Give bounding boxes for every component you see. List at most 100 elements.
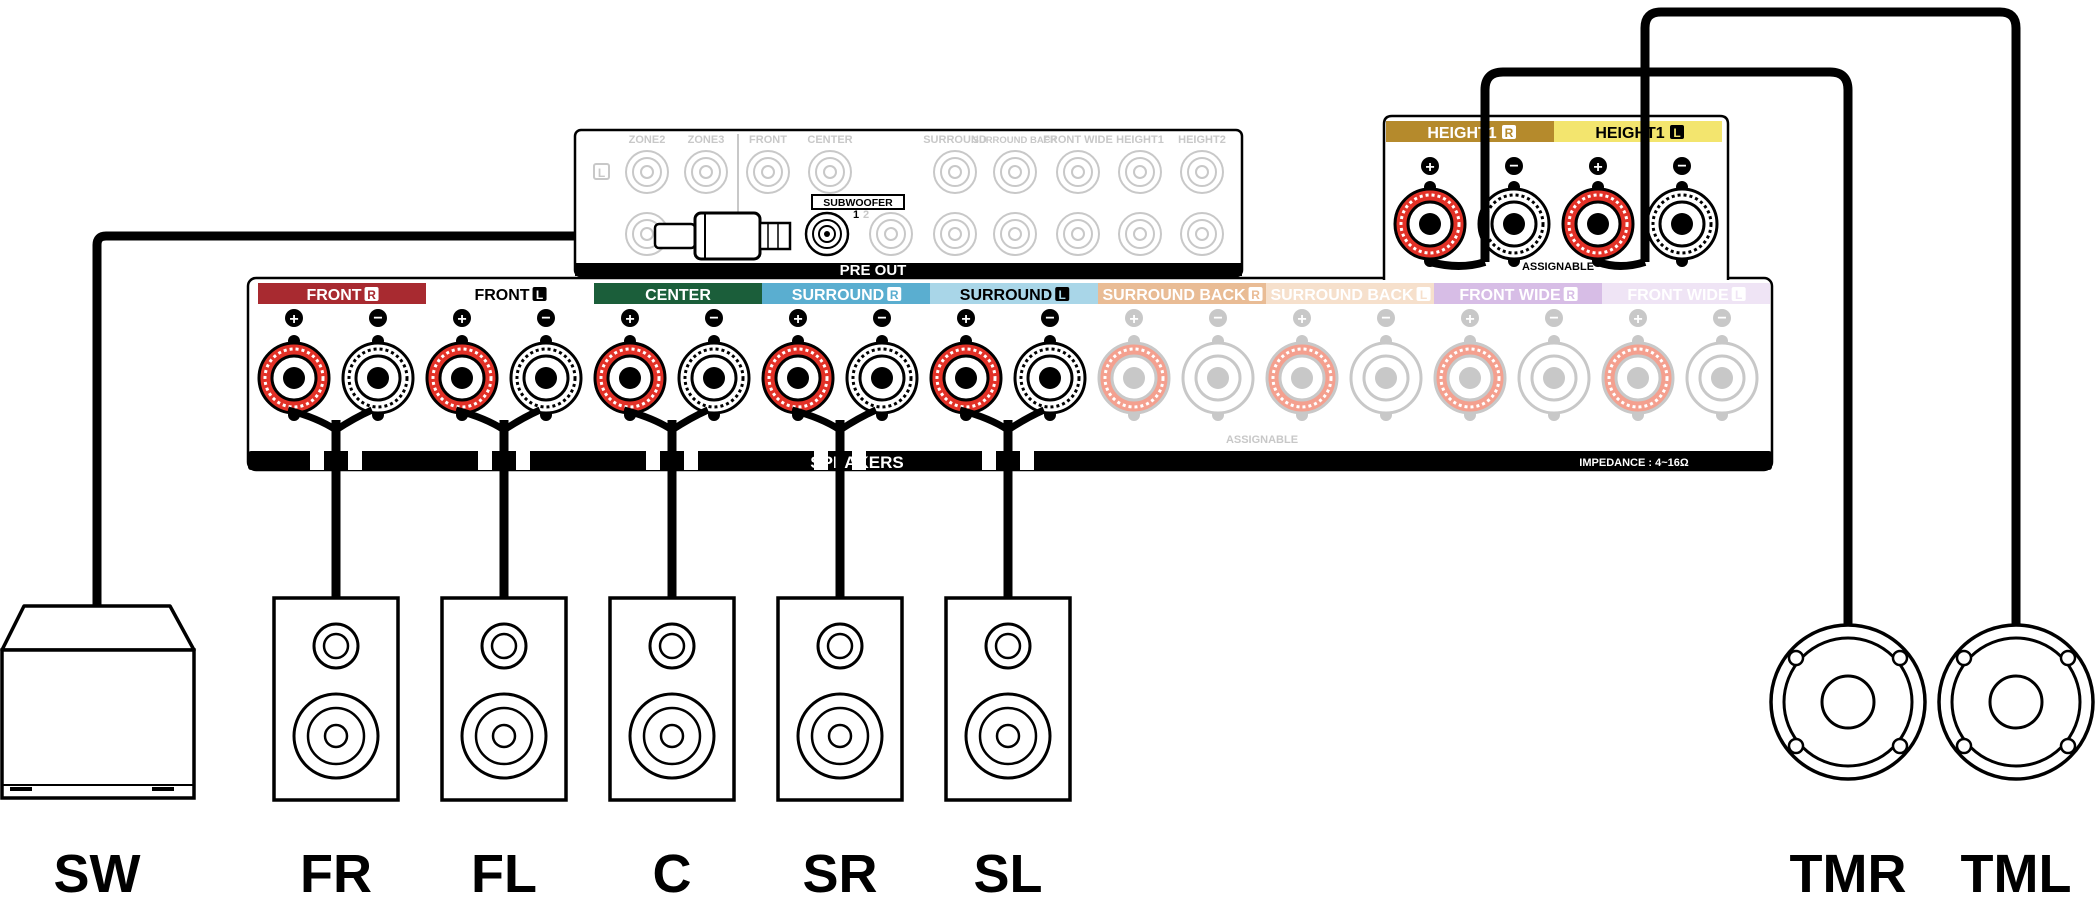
- terminal-hole: [367, 367, 389, 389]
- top-middle-right-cable: [1480, 67, 1853, 640]
- terminal-grip: [599, 347, 661, 409]
- speaker-label-c: C: [653, 844, 692, 903]
- preout-jack-pin: [1008, 165, 1022, 179]
- preout-label: SURROUND BACK: [973, 135, 1058, 146]
- positive-terminal: [1393, 181, 1467, 267]
- preout-jack-ring: [1187, 219, 1217, 249]
- terminal-grip: [935, 347, 997, 409]
- tweeter-dome: [826, 632, 854, 660]
- mounting-screw: [1787, 737, 1805, 755]
- preout-label: SURROUND: [923, 134, 987, 146]
- speaker-label-sr: SR: [802, 844, 877, 903]
- terminal-grip: [1271, 347, 1333, 409]
- positive-terminal: [425, 335, 499, 421]
- channel-side-box: [1248, 287, 1263, 301]
- positive-terminal: [1601, 335, 1675, 421]
- positive-terminal: [1433, 335, 1507, 421]
- minus-symbol: −: [1509, 158, 1518, 175]
- mounting-screw: [1955, 737, 1973, 755]
- channel-side-marker: L: [1673, 126, 1680, 140]
- preout-jack-pin: [699, 165, 713, 179]
- plus-marker: [1421, 157, 1439, 175]
- channel-center: CENTER+−: [593, 283, 762, 421]
- speaker-label-fr: FR: [300, 844, 372, 903]
- speaker-cable-fork: [959, 406, 1046, 435]
- top-middle-left-cable: [1640, 7, 2021, 640]
- plus-symbol: +: [793, 311, 802, 328]
- cable-gap: [348, 451, 362, 470]
- preout-label: FRONT: [749, 134, 787, 146]
- terminal-hole: [535, 367, 557, 389]
- channel-label: FRONT WIDE: [1459, 287, 1561, 304]
- cable-layer: [92, 7, 2021, 640]
- terminal-grip: [1103, 347, 1165, 409]
- channel-label: SURROUND: [792, 287, 884, 304]
- channel-front-wide-l: FRONT WIDE L+−: [1601, 283, 1770, 421]
- subwoofer-jack-2-pin: [884, 227, 898, 241]
- terminal-hole: [1587, 213, 1609, 235]
- channel-side-marker: L: [1420, 288, 1427, 302]
- speaker-fl: FL: [440, 596, 568, 903]
- channel-label-bar: [1434, 283, 1602, 304]
- channel-label-bar: [1266, 283, 1434, 304]
- speaker-sr: SR: [776, 596, 904, 903]
- channel-side-marker: R: [890, 288, 899, 302]
- subwoofer-number-1: 1: [853, 209, 859, 221]
- speaker-label-tml: TML: [1961, 844, 2072, 903]
- negative-terminal: [509, 335, 583, 421]
- speaker-label-sw: SW: [54, 844, 141, 903]
- plus-symbol: +: [961, 311, 970, 328]
- terminal-hole: [955, 367, 977, 389]
- plus-marker: [1461, 309, 1479, 327]
- minus-marker: [369, 309, 387, 327]
- channel-label: FRONT: [474, 287, 529, 304]
- negative-terminal: [1645, 181, 1719, 267]
- plus-symbol: +: [1129, 311, 1138, 328]
- speaker-cable-fork: [287, 406, 374, 435]
- terminal-grip: [1399, 193, 1461, 255]
- preout-jack-pin: [1008, 227, 1022, 241]
- plus-marker: [285, 309, 303, 327]
- tweeter-dome: [994, 632, 1022, 660]
- minus-marker: [1505, 157, 1523, 175]
- tml-cable-fork: [1596, 258, 1647, 270]
- positive-terminal: [1561, 181, 1635, 267]
- preout-jack-pin: [1133, 165, 1147, 179]
- speaker-cable-fork: [791, 406, 878, 435]
- terminal-hole: [703, 367, 725, 389]
- speaker-label-sl: SL: [973, 844, 1042, 903]
- plus-marker: [1125, 309, 1143, 327]
- negative-terminal: [1349, 335, 1423, 421]
- channel-side-marker: L: [1059, 288, 1066, 302]
- channel-label: FRONT WIDE: [1627, 287, 1729, 304]
- channel-label: SURROUND: [960, 287, 1052, 304]
- speaker-cable-fork: [623, 406, 710, 435]
- terminal-hole: [1543, 367, 1565, 389]
- terminal-hole: [1375, 367, 1397, 389]
- minus-symbol: −: [1549, 310, 1558, 327]
- terminal-grip: [263, 347, 325, 409]
- plus-symbol: +: [289, 311, 298, 328]
- minus-symbol: −: [373, 310, 382, 327]
- mounting-screw: [2059, 737, 2077, 755]
- speaker-label-fl: FL: [471, 844, 537, 903]
- terminal-hole: [1627, 367, 1649, 389]
- negative-terminal: [845, 335, 919, 421]
- cable-gap: [814, 451, 828, 470]
- terminal-hole: [787, 367, 809, 389]
- speaker-label-tmr: TMR: [1790, 844, 1907, 903]
- minus-symbol: −: [1213, 310, 1222, 327]
- cable-gap: [982, 451, 996, 470]
- channel-label: HEIGHT1: [1595, 125, 1664, 142]
- terminal-grip: [1691, 347, 1753, 409]
- preout-jack-pin: [1133, 227, 1147, 241]
- negative-terminal: [1181, 335, 1255, 421]
- channel-side-marker: L: [1735, 288, 1742, 302]
- minus-symbol: −: [1381, 310, 1390, 327]
- plus-marker: [1293, 309, 1311, 327]
- preout-label: HEIGHT1: [1116, 134, 1164, 146]
- preout-label: HEIGHT2: [1178, 134, 1226, 146]
- channel-side-box: [364, 287, 379, 301]
- channel-side-marker: R: [1505, 126, 1514, 140]
- minus-marker: [1041, 309, 1059, 327]
